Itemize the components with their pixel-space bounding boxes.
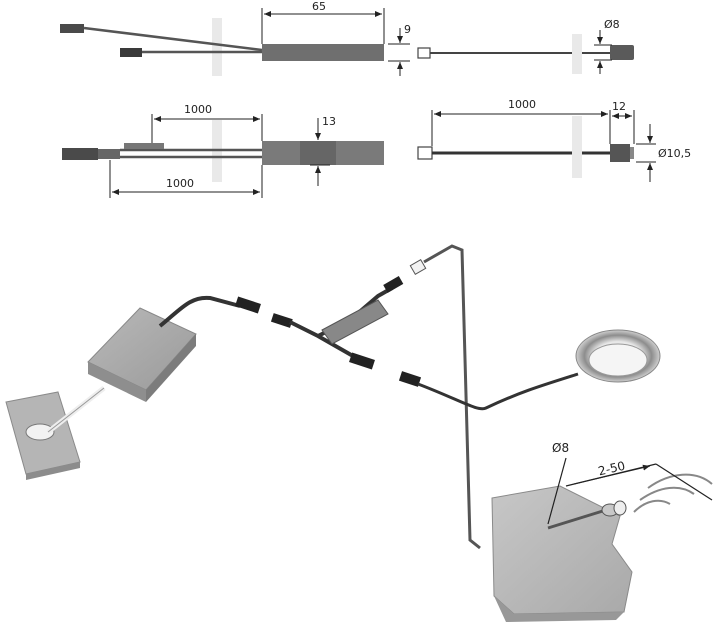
wall-section <box>212 18 222 76</box>
dim-sensor-diameter: Ø8 <box>604 18 620 31</box>
cable <box>83 26 263 52</box>
pointer-line <box>547 457 567 525</box>
assembly-illustration: Ø8 2-50 <box>5 244 713 622</box>
label-detection-range: 2-50 <box>597 459 627 479</box>
low-voltage-cable <box>158 295 241 328</box>
sensor-lens <box>613 500 627 516</box>
sensor-head-drawing: Ø8 <box>417 18 634 74</box>
connector <box>398 371 422 387</box>
power-supply-front <box>146 334 196 402</box>
label-hole-diameter: Ø8 <box>552 441 569 455</box>
connector <box>383 276 404 293</box>
connector <box>235 296 261 314</box>
plug <box>409 258 427 276</box>
detection-wave <box>647 473 713 489</box>
dim-light-cable: 1000 <box>508 98 536 111</box>
wall-section <box>572 34 582 74</box>
connector <box>98 149 120 159</box>
light-lead-drawing: 1000 12 Ø10,5 <box>417 98 691 182</box>
socket-outlet <box>25 423 55 441</box>
sensor-cable <box>423 244 481 550</box>
dim-driver-cable-upper: 1000 <box>184 103 212 116</box>
light-cable <box>417 372 579 411</box>
sensor-switch-housing <box>321 299 389 345</box>
light-head <box>610 144 630 162</box>
connector <box>60 24 84 33</box>
plug <box>417 146 433 160</box>
dim-driver-height: 13 <box>322 115 336 128</box>
dim-sensor-length: 65 <box>312 0 326 13</box>
connector <box>349 352 375 370</box>
driver-lead-drawing: 1000 1000 13 <box>62 103 384 198</box>
detection-wave <box>633 499 671 513</box>
plug <box>417 47 431 59</box>
range-extension <box>655 463 713 501</box>
connector <box>124 143 164 149</box>
dim-light-diameter: Ø10,5 <box>658 147 691 160</box>
detection-wave <box>639 486 695 501</box>
dim-driver-cable-lower: 1000 <box>166 177 194 190</box>
connector <box>120 48 142 57</box>
connector <box>270 313 293 328</box>
led-lens <box>588 343 648 377</box>
sensor-housing <box>262 44 384 61</box>
wall-section <box>572 116 582 178</box>
connector <box>62 148 98 160</box>
dim-sensor-height: 9 <box>404 23 411 36</box>
light-head-cap <box>630 147 634 159</box>
sensor-cable-in-wall <box>547 508 607 530</box>
sensor-head <box>610 45 634 60</box>
cabinet-wall-edge <box>494 596 624 622</box>
power-supply-side <box>88 362 146 402</box>
wall-socket-edge <box>26 462 80 480</box>
driver-label <box>300 141 336 165</box>
dim-light-head-length: 12 <box>612 100 626 113</box>
sensor-lead-drawing: 65 9 <box>60 0 411 76</box>
